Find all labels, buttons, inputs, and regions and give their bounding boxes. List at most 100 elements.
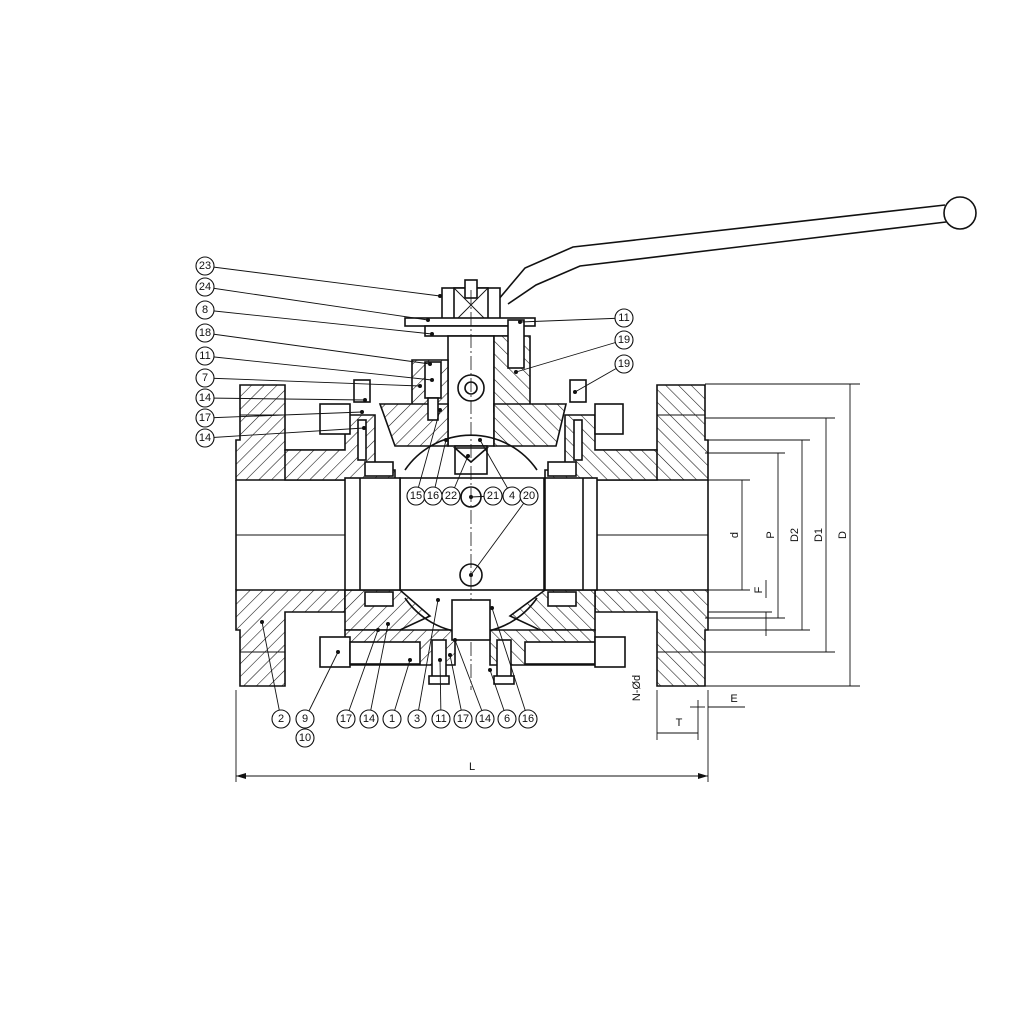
dim-L: L	[469, 761, 475, 773]
callout-leader	[491, 607, 529, 720]
callout-19: 19	[614, 354, 634, 374]
callout-dot	[444, 438, 448, 442]
callout-leader	[416, 599, 439, 720]
callout-dot	[488, 668, 492, 672]
callout-leader	[204, 355, 433, 381]
callout-dot	[430, 332, 434, 336]
trunnion	[428, 599, 515, 685]
callout-label: 16	[522, 713, 534, 725]
callout-22: 22	[441, 486, 461, 506]
callout-label: 14	[479, 713, 491, 725]
callout-label: 7	[202, 372, 208, 384]
callout-leader	[345, 629, 379, 720]
callout-16: 16	[423, 486, 443, 506]
callout-1: 1	[382, 709, 402, 729]
callout-leader	[415, 409, 441, 497]
callout-label: 9	[302, 713, 308, 725]
callout-21: 21	[483, 486, 503, 506]
callout-dot	[490, 606, 494, 610]
callout-17: 17	[453, 709, 473, 729]
bonnet	[378, 319, 568, 447]
dim-E: E	[730, 693, 737, 705]
callout-dot	[448, 653, 452, 657]
callout-label: 24	[199, 281, 211, 293]
callout-19: 19	[614, 330, 634, 350]
callout-leader	[204, 309, 433, 335]
callout-leader	[204, 265, 441, 297]
callout-label: 23	[199, 260, 211, 272]
callout-leader	[470, 495, 530, 576]
callout-dot	[573, 390, 577, 394]
callout-leader	[304, 651, 339, 720]
callout-leader	[449, 654, 464, 720]
callout-9: 9	[295, 709, 315, 729]
callout-6: 6	[497, 709, 517, 729]
callout-dot	[438, 658, 442, 662]
callout-label: 1	[389, 713, 395, 725]
callout-label: 19	[618, 358, 630, 370]
callout-leader	[432, 439, 447, 497]
callout-dot	[438, 408, 442, 412]
callout-23: 23	[195, 256, 215, 276]
callout-label: 14	[363, 713, 375, 725]
dim-F: F	[753, 586, 765, 593]
callout-dot	[428, 362, 432, 366]
callout-label: 22	[445, 490, 457, 502]
callout-14: 14	[195, 428, 215, 448]
dim-d: d	[729, 532, 741, 538]
callout-11: 11	[431, 709, 451, 729]
callout-14: 14	[195, 388, 215, 408]
callout-label: 10	[299, 732, 311, 744]
callout-leader	[368, 623, 389, 720]
callout-dot	[469, 495, 473, 499]
callout-15: 15	[406, 486, 426, 506]
callout-dot	[418, 384, 422, 388]
callout-leader	[204, 397, 366, 401]
callout-leader	[454, 639, 486, 720]
callout-dot	[260, 620, 264, 624]
seats	[344, 461, 598, 607]
callout-dot	[376, 628, 380, 632]
callout-11: 11	[614, 308, 634, 328]
callout-label: 17	[457, 713, 469, 725]
callout-leader	[439, 659, 442, 720]
dim-D2: D2	[789, 528, 801, 542]
callout-dot	[438, 294, 442, 298]
callout-17: 17	[336, 709, 356, 729]
callout-14: 14	[359, 709, 379, 729]
callout-leader	[204, 377, 421, 387]
callout-10: 10	[295, 728, 315, 748]
dim-T: T	[676, 717, 683, 729]
callout-label: 2	[278, 713, 284, 725]
callout-label: 17	[340, 713, 352, 725]
lever-handle	[497, 196, 977, 305]
callout-leader	[204, 286, 429, 321]
callout-20: 20	[519, 486, 539, 506]
callout-7: 7	[195, 368, 215, 388]
callout-14: 14	[475, 709, 495, 729]
callout-label: 14	[199, 432, 211, 444]
callout-dot	[436, 598, 440, 602]
callout-dot	[430, 378, 434, 382]
callout-label: 11	[618, 312, 629, 324]
callout-dot	[469, 573, 473, 577]
callout-2: 2	[271, 709, 291, 729]
callout-8: 8	[195, 300, 215, 320]
callout-leader	[204, 332, 431, 365]
callout-label: 16	[427, 490, 439, 502]
callout-label: 18	[199, 327, 211, 339]
callout-leader	[391, 659, 411, 720]
callout-label: 11	[199, 350, 210, 362]
callout-11: 11	[195, 346, 215, 366]
callout-label: 20	[523, 490, 535, 502]
callout-dot	[386, 622, 390, 626]
dim-D1: D1	[813, 528, 825, 542]
callout-label: 14	[199, 392, 211, 404]
callout-label: 19	[618, 334, 630, 346]
callout-label: 3	[414, 713, 420, 725]
callout-label: 8	[202, 304, 208, 316]
callout-leader	[515, 339, 625, 373]
callout-label: 17	[199, 412, 211, 424]
callout-dot	[466, 454, 470, 458]
